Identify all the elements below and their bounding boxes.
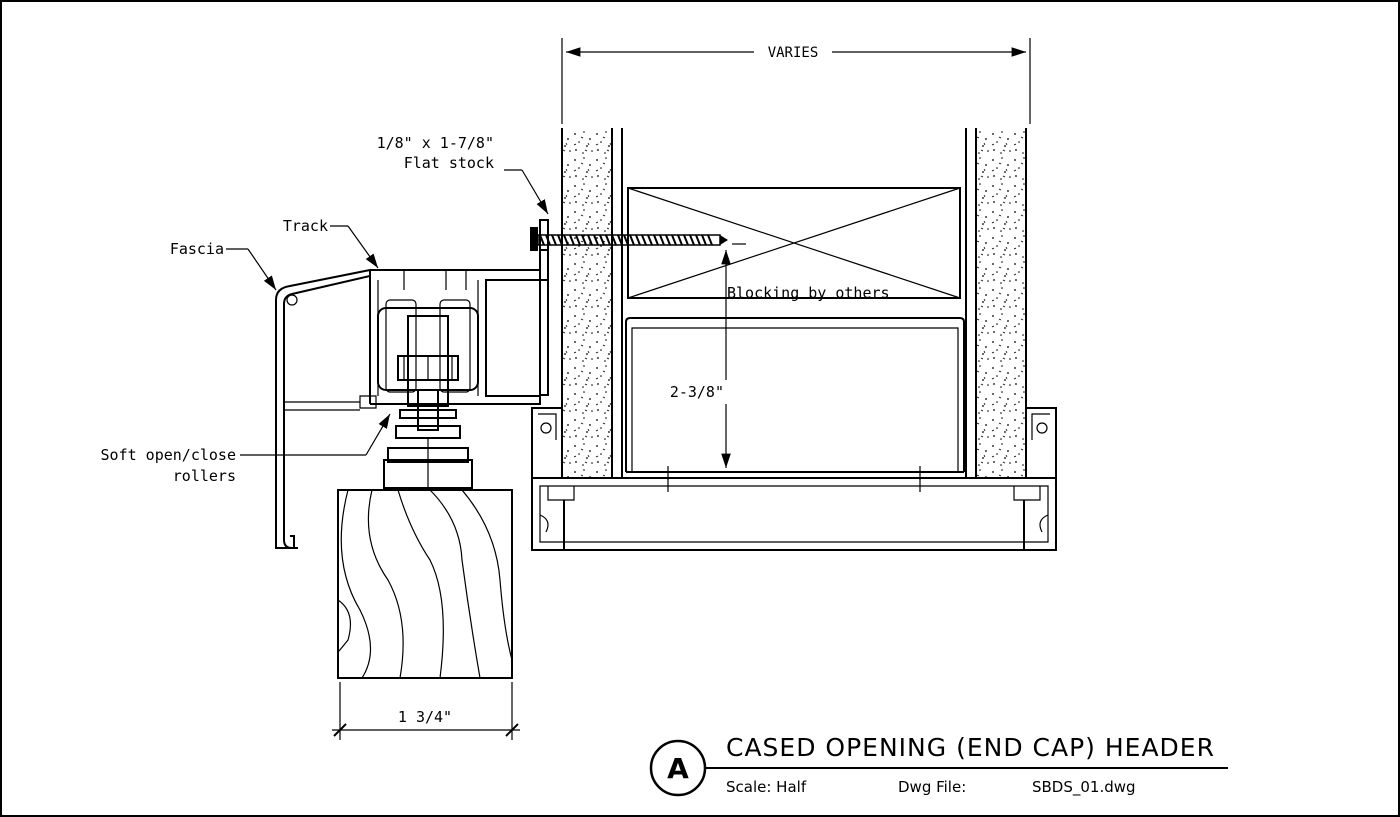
- title-block: [649, 739, 1228, 797]
- label-flat-stock-line1: 1/8" x 1-7/8": [377, 134, 494, 152]
- label-dim-height: 2-3/8": [670, 383, 724, 401]
- leader-track: [330, 225, 379, 269]
- wall-assembly: [561, 128, 1027, 478]
- detail-bubble-letter: A: [667, 752, 689, 785]
- label-rollers-line2: rollers: [173, 467, 236, 485]
- leader-rollers: [240, 413, 391, 456]
- label-flat-stock-line2: Flat stock: [404, 154, 494, 172]
- label-rollers-line1: Soft open/close: [101, 446, 236, 464]
- screw: [530, 227, 728, 251]
- dwg-file-value: SBDS_01.dwg: [1032, 778, 1136, 797]
- label-blocking: Blocking by others: [727, 284, 890, 302]
- blocking: [627, 187, 961, 299]
- label-varies: VARIES: [768, 45, 819, 61]
- label-track: Track: [283, 217, 328, 235]
- dim-varies: [561, 38, 1031, 124]
- wood-jamb: [337, 489, 513, 679]
- rollers: [377, 299, 479, 489]
- fascia: [275, 268, 371, 549]
- label-dim-width: 1 3/4": [398, 708, 452, 726]
- label-fascia: Fascia: [170, 240, 224, 258]
- dim-height: [721, 243, 746, 473]
- scale-label: Scale: Half: [726, 778, 807, 796]
- leader-fascia: [226, 248, 277, 291]
- dwg-file-label: Dwg File:: [898, 778, 966, 796]
- drawing-title: CASED OPENING (END CAP) HEADER: [726, 733, 1215, 762]
- dim-width: [332, 682, 520, 740]
- leader-flat-stock: [504, 169, 549, 215]
- header-extrusion: [531, 407, 1057, 551]
- stud-channel: [625, 317, 965, 480]
